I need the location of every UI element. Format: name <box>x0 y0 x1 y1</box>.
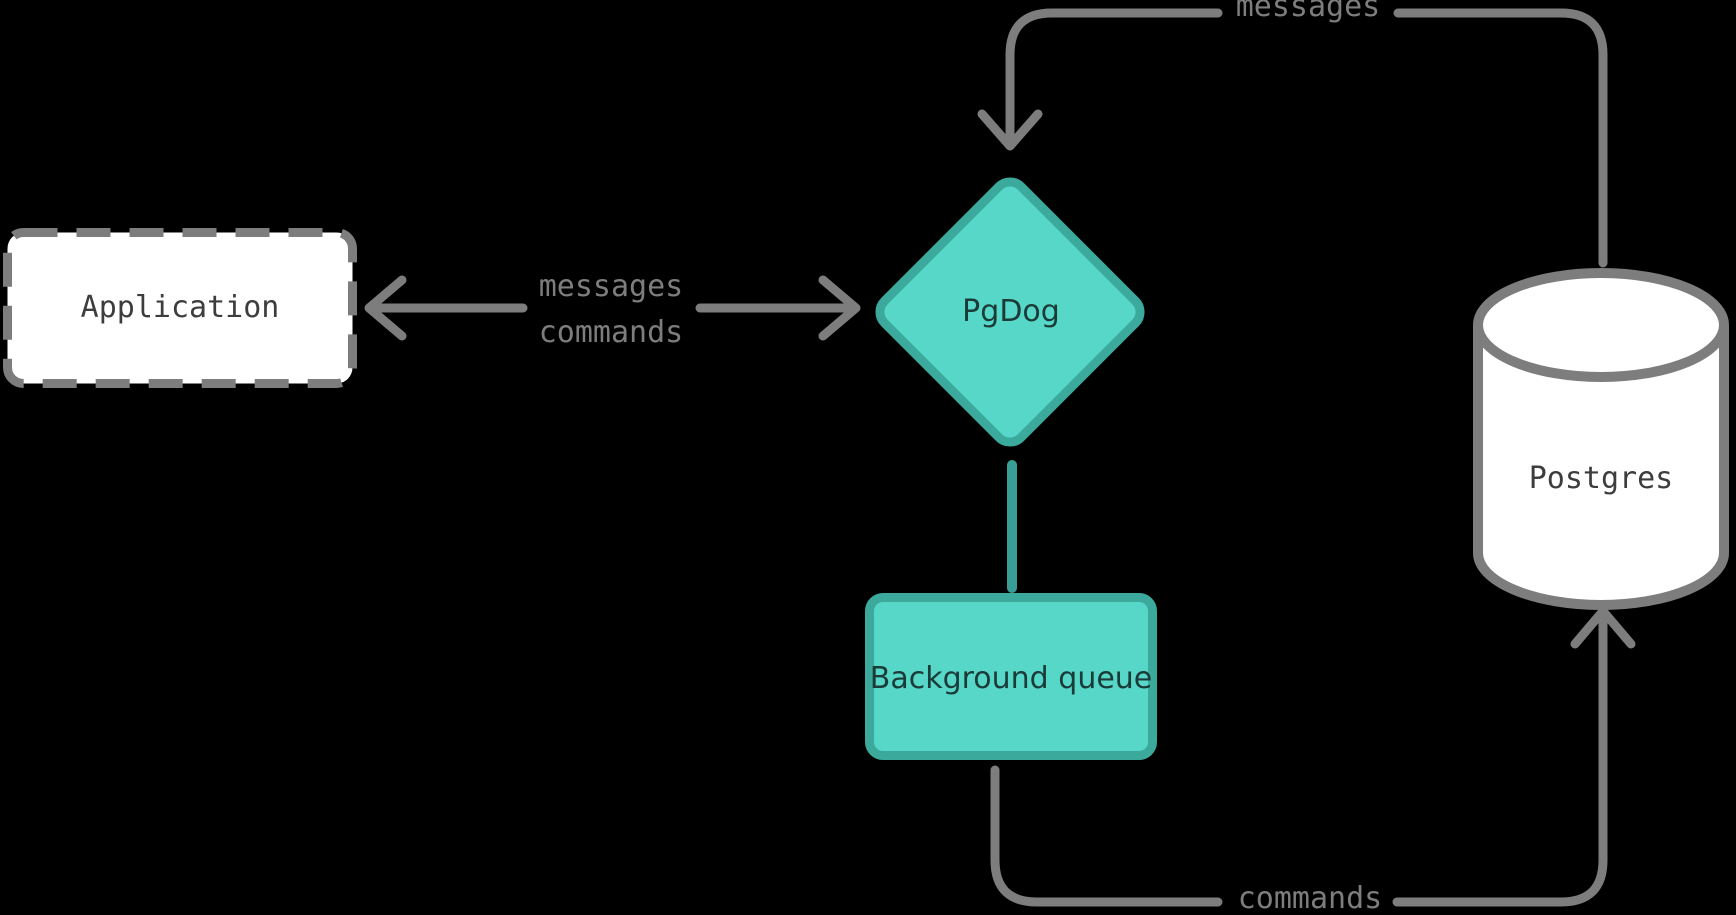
background-queue-label-line1: Background <box>869 661 1049 696</box>
postgres-pgdog-path-left <box>1005 8 1223 149</box>
postgres-cylinder-body <box>1473 325 1729 610</box>
arrowhead-down-icon <box>977 109 1043 151</box>
background-queue-label-line2: queue <box>1058 661 1153 696</box>
queue-postgres-path-left <box>990 765 1223 907</box>
queue-postgres-path-right <box>1392 612 1608 907</box>
application-node-shape <box>3 228 357 388</box>
postgres-node-label: Postgres <box>1528 461 1674 496</box>
edge-label-queue-postgres-commands: commands <box>1237 881 1383 915</box>
background-queue-node-label: Background queue <box>870 655 1153 703</box>
pgdog-node-label: PgDog <box>962 294 1060 329</box>
postgres-pgdog-path-right <box>1393 8 1608 268</box>
edge-label-app-pgdog-commands: commands <box>538 315 684 350</box>
postgres-cylinder-icon <box>1473 268 1729 610</box>
edge-label-app-pgdog-messages: messages <box>538 269 684 304</box>
arrowhead-left-icon <box>364 275 407 341</box>
background-queue-node <box>865 593 1157 760</box>
arrowhead-up-icon <box>1570 606 1636 649</box>
arrowhead-right-icon <box>818 275 861 341</box>
edge-label-postgres-pgdog-messages: messages <box>1235 0 1381 24</box>
application-node-label: Application <box>80 290 280 325</box>
postgres-cylinder-top <box>1473 268 1729 382</box>
